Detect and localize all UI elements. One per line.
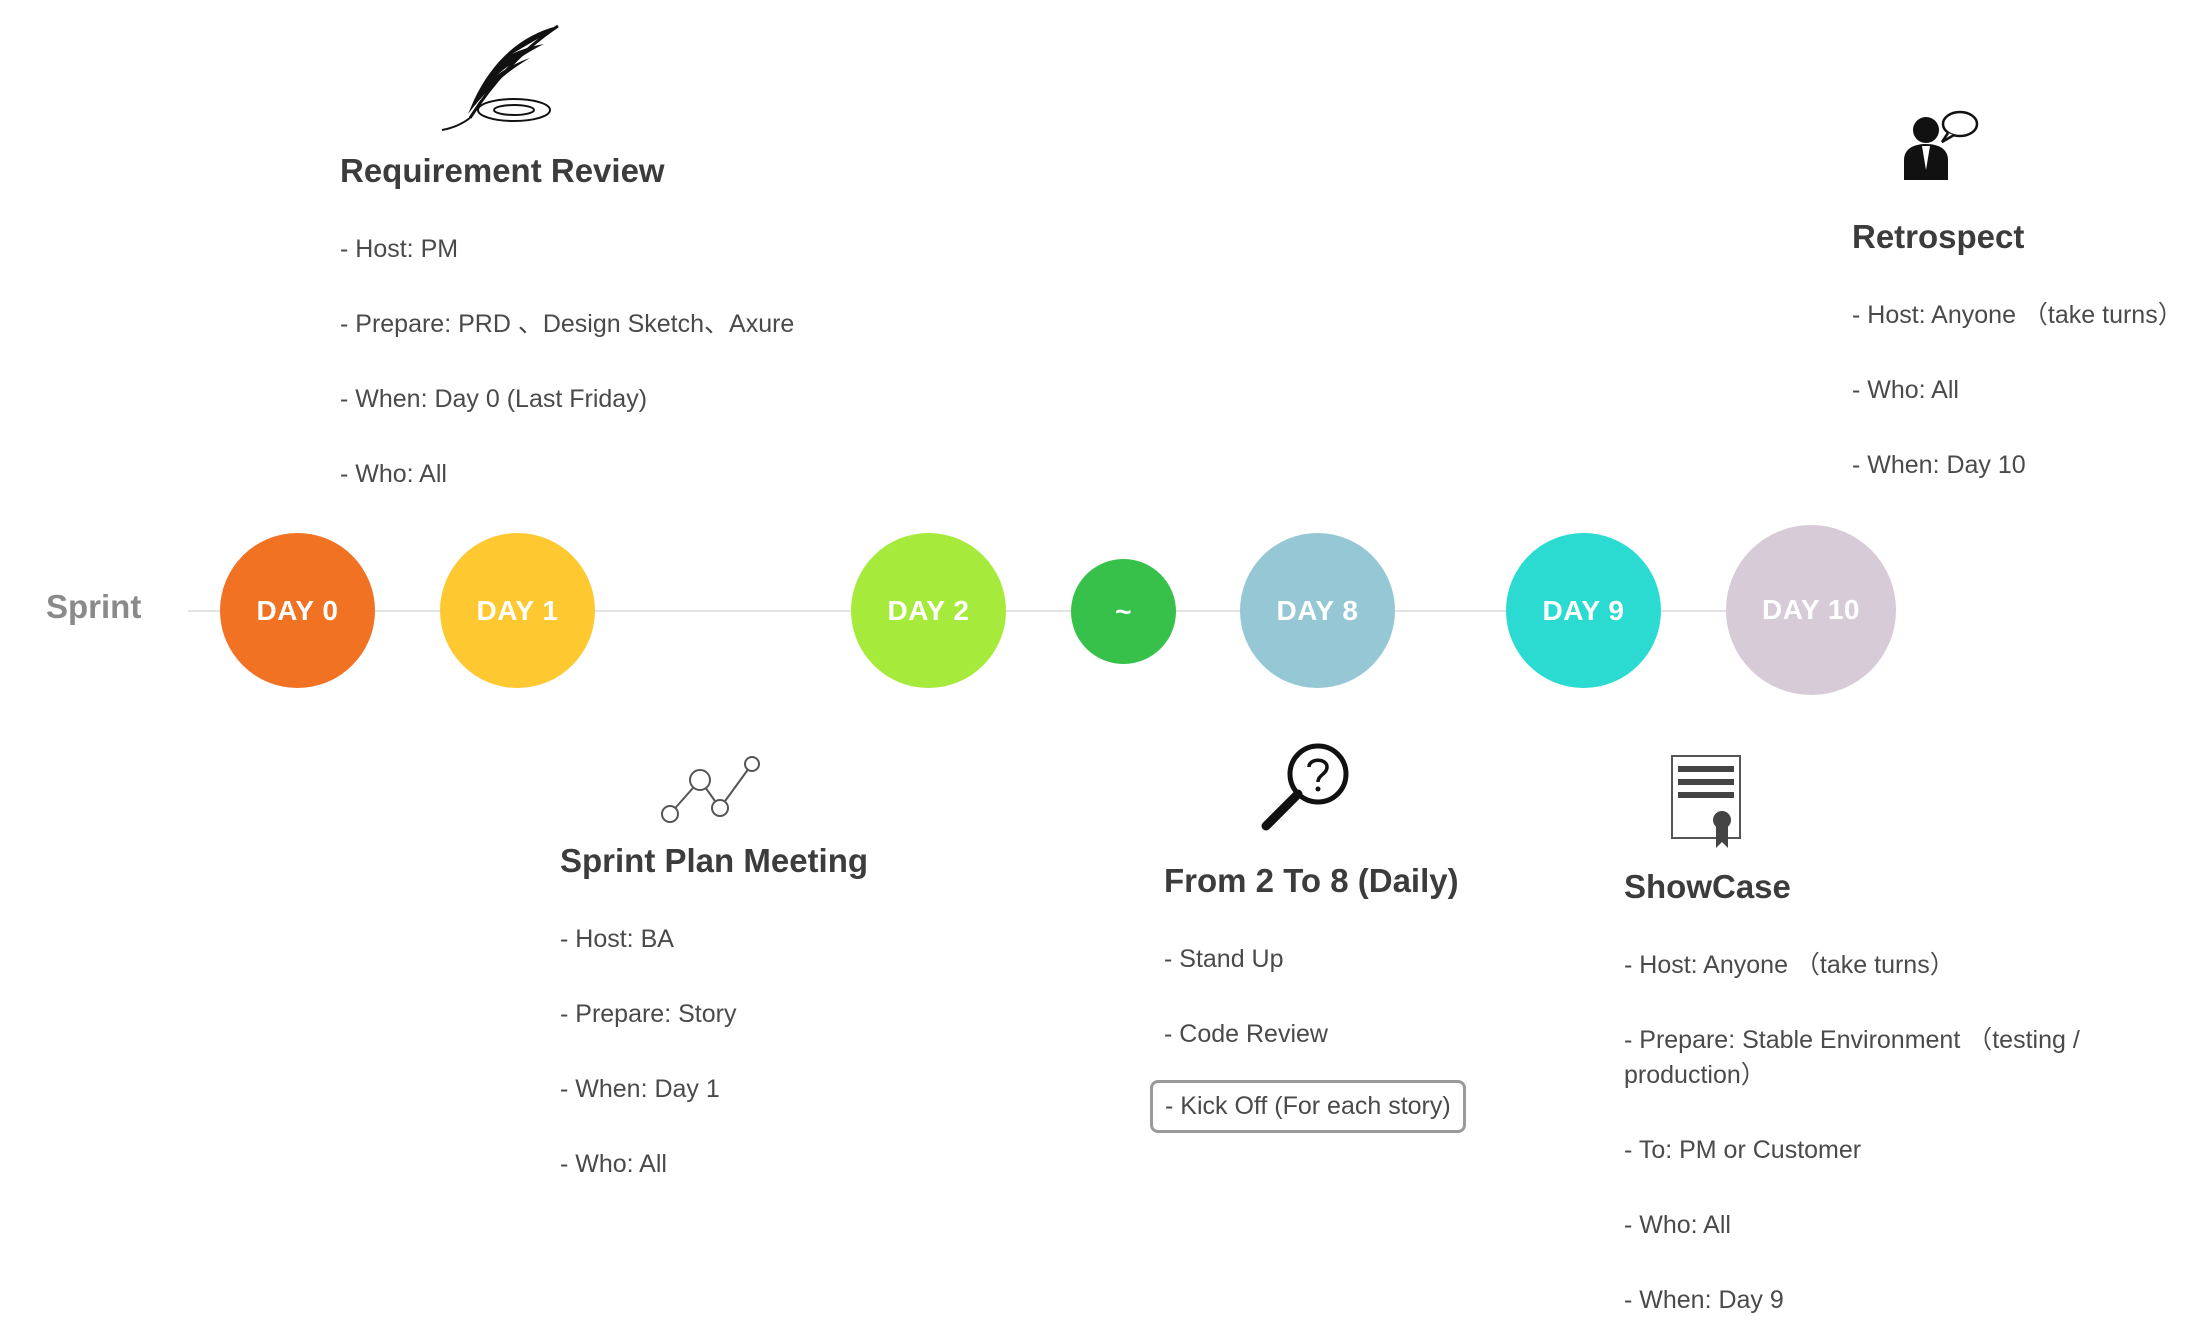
showcase-when: - When: Day 9 [1624, 1286, 1784, 1314]
sprint-plan-who: - Who: All [560, 1150, 667, 1178]
day-9-circle: DAY 9 [1506, 533, 1661, 688]
requirement-review-when: - When: Day 0 (Last Friday) [340, 385, 648, 413]
daily-section: From 2 To 8 (Daily) - Stand Up - Code Re… [1150, 862, 1584, 1133]
retrospect-host: - Host: Anyone （take turns） [1852, 301, 2183, 329]
sprint-plan-meeting-title: Sprint Plan Meeting [560, 842, 869, 879]
requirement-review-section: Requirement Review - Host: PM - Prepare:… [340, 152, 980, 492]
kickoff-highlight-box: - Kick Off (For each story) [1150, 1080, 1466, 1133]
showcase-to: - To: PM or Customer [1624, 1136, 1862, 1164]
day-0-circle: DAY 0 [220, 533, 375, 688]
daily-kickoff: - Kick Off (For each story) [1150, 1080, 1584, 1133]
daily-standup: - Stand Up [1164, 945, 1284, 973]
sprint-plan-host: - Host: BA [560, 925, 674, 953]
magnifier-question-icon [1258, 738, 1354, 834]
requirement-review-who: - Who: All [340, 460, 447, 488]
sprint-plan-prepare: - Prepare: Story [560, 1000, 737, 1028]
speaker-person-icon [1898, 108, 1980, 180]
daily-code-review: - Code Review [1164, 1020, 1328, 1048]
requirement-review-prepare: - Prepare: PRD 、Design Sketch、Axure [340, 310, 795, 338]
retrospect-title: Retrospect [1852, 218, 2025, 255]
showcase-section: ShowCase - Host: Anyone （take turns） - P… [1624, 868, 2144, 1318]
day-2-circle: DAY 2 [851, 533, 1006, 688]
sprint-label: Sprint [46, 588, 142, 625]
day-8-circle: DAY 8 [1240, 533, 1395, 688]
showcase-host: - Host: Anyone （take turns） [1624, 951, 1955, 979]
tilde-circle: ~ [1071, 559, 1176, 664]
showcase-title: ShowCase [1624, 868, 1791, 905]
retrospect-section: Retrospect - Host: Anyone （take turns） -… [1852, 218, 2202, 483]
feather-quill-icon [432, 22, 564, 134]
retrospect-when: - When: Day 10 [1852, 451, 2026, 479]
day-10-circle: DAY 10 [1726, 525, 1896, 695]
daily-title: From 2 To 8 (Daily) [1164, 862, 1459, 899]
requirement-review-host: - Host: PM [340, 235, 459, 263]
certificate-icon [1668, 754, 1744, 850]
sprint-plan-meeting-section: Sprint Plan Meeting - Host: BA - Prepare… [560, 842, 960, 1182]
sprint-plan-when: - When: Day 1 [560, 1075, 720, 1103]
day-1-circle: DAY 1 [440, 533, 595, 688]
retrospect-who: - Who: All [1852, 376, 1959, 404]
line-graph-icon [658, 752, 766, 824]
showcase-prepare: - Prepare: Stable Environment （testing /… [1624, 1026, 2080, 1089]
requirement-review-title: Requirement Review [340, 152, 665, 189]
showcase-who: - Who: All [1624, 1211, 1731, 1239]
